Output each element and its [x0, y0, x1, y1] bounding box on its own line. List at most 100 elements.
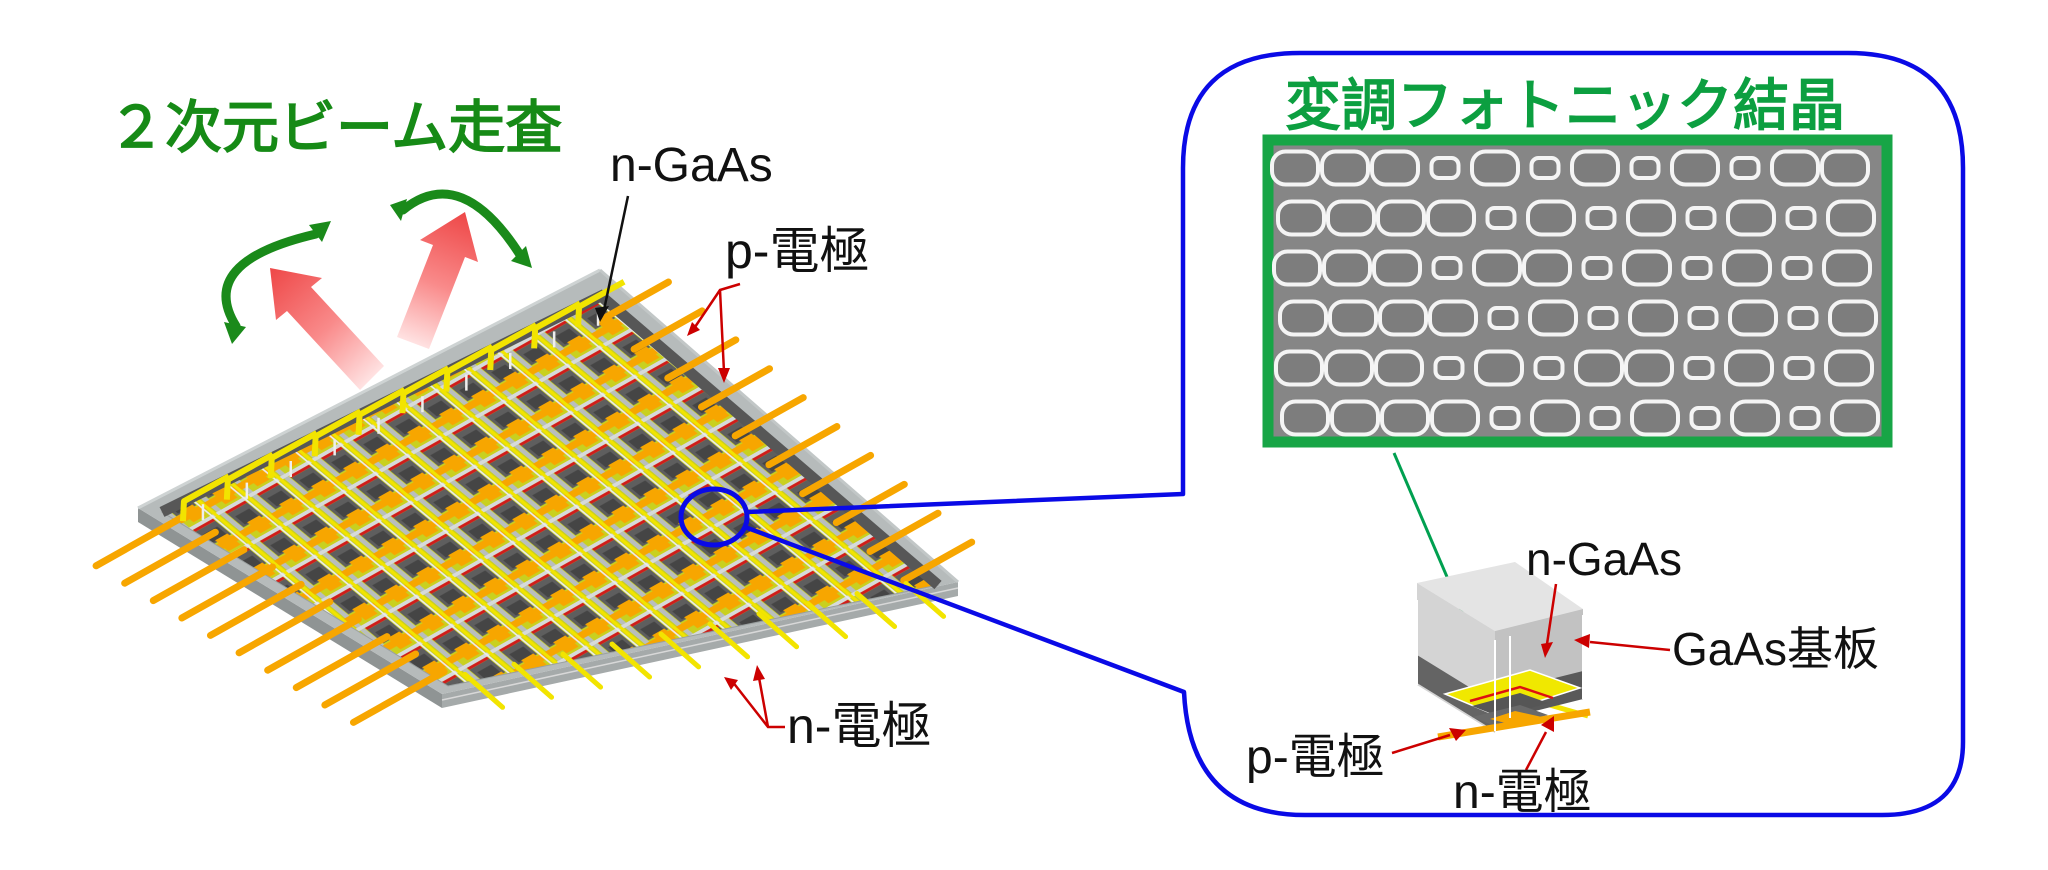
air-hole [1685, 206, 1717, 230]
air-hole [1487, 306, 1519, 330]
n-electrode-label-left: n-電極 [787, 698, 932, 754]
air-hole [1328, 299, 1378, 337]
n-electrode-pointer-head-1 [724, 677, 738, 690]
n-pin-top [311, 408, 363, 457]
chip-rim-highlight-left [137, 268, 601, 510]
cell-red-outline [1469, 685, 1554, 703]
air-hole [1624, 349, 1674, 387]
substrate-pointer-line [1589, 640, 1671, 652]
air-hole [1785, 206, 1817, 230]
scan-arc-left-arrowhead-top [309, 221, 331, 242]
air-hole [1629, 156, 1661, 180]
cube-top-face [1417, 562, 1583, 631]
laser-array-chip-3d [92, 268, 976, 726]
air-hole [1489, 406, 1521, 430]
air-hole [1374, 349, 1424, 387]
scan-arc-left-arrowhead-bottom [224, 322, 246, 344]
right-title: 変調フォトニック結晶 [1285, 74, 1845, 137]
air-hole [1376, 199, 1426, 237]
p-pin [698, 365, 774, 411]
air-hole [1783, 356, 1815, 380]
air-hole [1670, 149, 1720, 187]
air-hole [1770, 149, 1820, 187]
p-pin [664, 336, 740, 382]
air-hole [1522, 249, 1572, 287]
beam-and-scan-arrows [221, 189, 532, 390]
p-electrode-pointer-head-2 [718, 368, 730, 383]
chip-side-face-right [442, 582, 958, 708]
n-pin [560, 651, 604, 690]
air-hole [1530, 399, 1580, 437]
air-hole [1574, 349, 1624, 387]
p-pin [731, 394, 807, 440]
air-hole [1630, 399, 1680, 437]
p-electrode-label-right: p-電極 [1246, 731, 1385, 784]
air-hole [1324, 349, 1374, 387]
air-hole [1820, 149, 1870, 187]
air-hole [1585, 206, 1617, 230]
p-wire [121, 528, 219, 587]
n-pin [658, 631, 702, 670]
p-electrode-pointer-lines [693, 282, 741, 373]
p-wire [178, 563, 277, 622]
beam-arrow-right [397, 212, 478, 349]
n-gaas-pointer-line [602, 195, 630, 311]
air-hole [1722, 249, 1772, 287]
beam-arrow-left [270, 268, 384, 390]
unit-cell-3d [1416, 562, 1591, 741]
n-gaas-label-left: n-GaAs [610, 139, 773, 192]
n-pin-top [487, 322, 538, 371]
n-pin-top [223, 451, 275, 500]
n-pin-top [399, 365, 450, 414]
p-pin [866, 509, 942, 555]
sem-image [1262, 134, 1893, 448]
air-hole [1430, 399, 1480, 437]
air-hole [1689, 406, 1721, 430]
air-hole [1426, 199, 1476, 237]
air-hole [1380, 399, 1430, 437]
right-annotations [1391, 583, 1671, 771]
p-wire [349, 667, 448, 726]
n-electrode-pins-top [179, 279, 626, 522]
n-pin-top [179, 473, 231, 522]
air-hole [1526, 199, 1576, 237]
air-hole [1728, 299, 1778, 337]
n-gaas-right-pointer-line [1545, 583, 1558, 645]
n-pin-top [531, 300, 582, 349]
air-hole [1370, 149, 1420, 187]
p-pin [900, 538, 976, 584]
air-hole [1274, 349, 1324, 387]
air-hole [1681, 256, 1713, 280]
air-hole [1622, 249, 1672, 287]
p-pin [630, 307, 706, 353]
air-hole [1270, 149, 1320, 187]
p-wire [149, 546, 248, 605]
air-hole [1626, 199, 1676, 237]
n-electrode-right-pointer-line [1524, 731, 1548, 771]
p-electrode-right-pointer-head [1449, 728, 1466, 741]
n-gaas-right-pointer-head [1541, 642, 1553, 658]
p-wire [235, 598, 334, 657]
p-wire [264, 615, 362, 674]
p-pin [765, 423, 841, 469]
p-wire [92, 511, 191, 570]
air-hole [1683, 356, 1715, 380]
air-hole [1730, 399, 1780, 437]
air-hole [1320, 149, 1370, 187]
air-hole [1533, 356, 1565, 380]
p-pin [832, 480, 908, 527]
chip-rim-highlight-right [599, 268, 959, 584]
air-hole [1789, 406, 1821, 430]
air-hole [1326, 199, 1376, 237]
n-pin [854, 591, 898, 630]
n-electrode-label-right: n-電極 [1453, 766, 1592, 819]
n-electrode-right-pointer-head [1541, 716, 1554, 732]
sem-frame [1262, 134, 1893, 448]
p-wire [206, 580, 305, 639]
p-wire [321, 650, 420, 709]
cube-wireframe-lines [1416, 600, 1584, 731]
air-hole [1781, 256, 1813, 280]
chip-side-face-left [138, 508, 442, 708]
n-gaas-pointer-head [595, 306, 609, 322]
